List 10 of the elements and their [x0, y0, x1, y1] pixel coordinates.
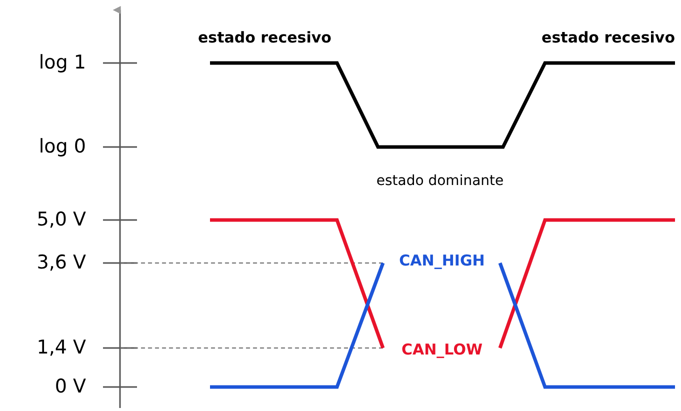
state-label: estado dominante: [376, 174, 504, 188]
axis-label: 0 V: [54, 378, 86, 396]
axis-label: log 1: [38, 54, 86, 72]
axis-label: 3,6 V: [36, 254, 86, 272]
state-label: estado recesivo: [198, 30, 332, 46]
axis-label: log 0: [38, 138, 86, 156]
signal-label: CAN_LOW: [400, 342, 484, 358]
axis-label: 1,4 V: [36, 338, 86, 358]
axis-label: 5,0 V: [36, 210, 86, 230]
state-label: estado recesivo: [542, 30, 675, 46]
